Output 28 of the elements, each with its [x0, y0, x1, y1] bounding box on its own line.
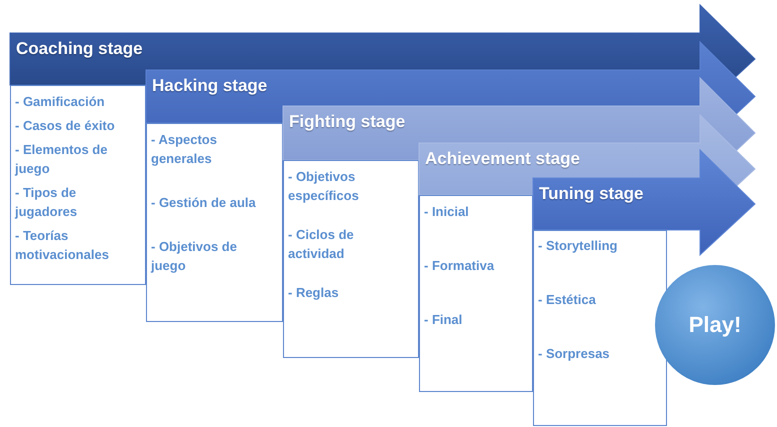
list-item: - Sorpresas [538, 345, 611, 363]
list-panel [419, 195, 533, 392]
list-item: - Elementos de juego [15, 141, 108, 178]
list-item: - Reglas [288, 284, 340, 302]
stage-title: Coaching stage [16, 39, 143, 59]
stage-title: Tuning stage [539, 184, 644, 204]
list-panel [533, 230, 667, 426]
list-item: - Estética [538, 291, 597, 309]
list-item: - Casos de éxito [15, 117, 116, 135]
list-panel [146, 123, 283, 322]
list-panel [283, 160, 419, 358]
list-item: - Objetivos de juego [151, 238, 238, 275]
stage-title: Fighting stage [289, 112, 406, 132]
stage-title: Achievement stage [425, 149, 580, 169]
list-item: - Aspectos generales [151, 131, 218, 168]
list-item: - Formativa [424, 257, 496, 275]
stage-title: Hacking stage [152, 76, 268, 96]
list-item: - Objetivos específicos [288, 168, 360, 205]
list-item: - Gamificación [15, 93, 106, 111]
list-panel [10, 85, 146, 285]
list-item: - Tipos de jugadores [15, 184, 78, 221]
list-item: - Teorías motivacionales [15, 227, 110, 264]
list-item: - Final [424, 311, 464, 329]
list-item: - Storytelling [538, 237, 618, 255]
list-item: - Gestión de aula [151, 194, 257, 212]
list-item: - Ciclos de actividad [288, 226, 355, 263]
circle-label: Play! [688, 312, 742, 338]
list-item: - Inicial [424, 203, 470, 221]
